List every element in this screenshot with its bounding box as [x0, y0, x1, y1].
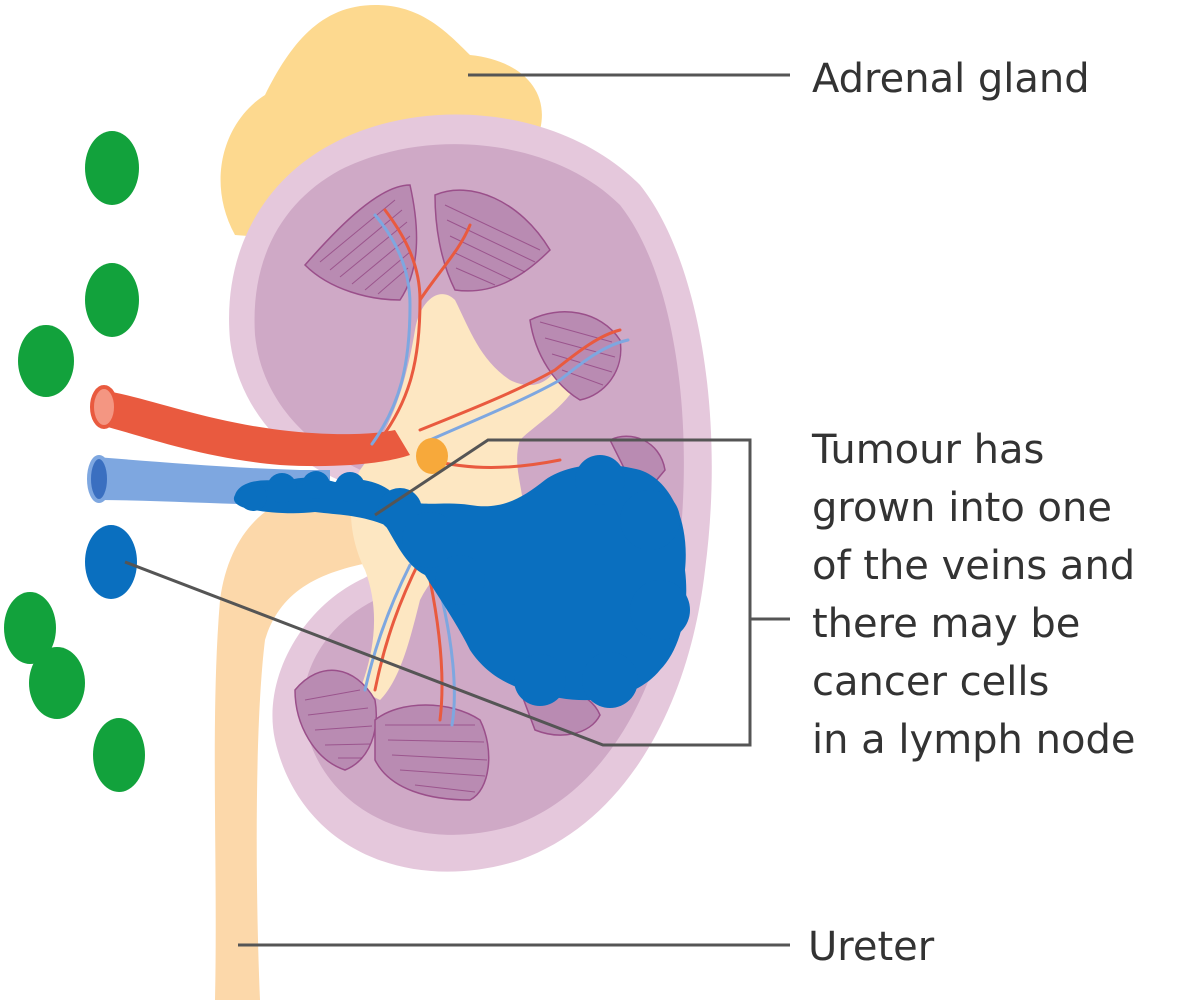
lymph-nodes	[4, 131, 145, 792]
lymph-node	[18, 325, 74, 397]
label-tumour: Tumour has grown into one of the veins a…	[812, 421, 1135, 769]
renal-vein-end	[87, 455, 111, 503]
label-tumour-line: of the veins and	[812, 543, 1136, 589]
cancerous-lymph-node	[85, 525, 137, 599]
tumour-bracket-line	[124, 438, 752, 747]
lymph-node	[4, 592, 56, 664]
label-tumour-line: there may be	[812, 601, 1081, 647]
lymph-node	[85, 131, 139, 205]
renal-artery	[100, 390, 410, 467]
label-ureter: Ureter	[808, 924, 935, 970]
renal-artery-end	[90, 385, 118, 429]
lymph-node	[93, 718, 145, 792]
label-tumour-line: grown into one	[812, 485, 1112, 531]
label-tumour-line: cancer cells	[812, 659, 1050, 705]
orange-nodule	[416, 438, 448, 474]
vessel-branches	[363, 208, 630, 727]
label-adrenal-gland: Adrenal gland	[812, 56, 1090, 102]
lymph-node	[29, 647, 85, 719]
leader-lines	[124, 73, 790, 947]
label-tumour-line: Tumour has	[812, 427, 1045, 473]
tumour	[233, 455, 690, 708]
lymph-node	[85, 263, 139, 337]
pyramid-striations	[304, 199, 616, 793]
label-tumour-line: in a lymph node	[812, 717, 1136, 763]
